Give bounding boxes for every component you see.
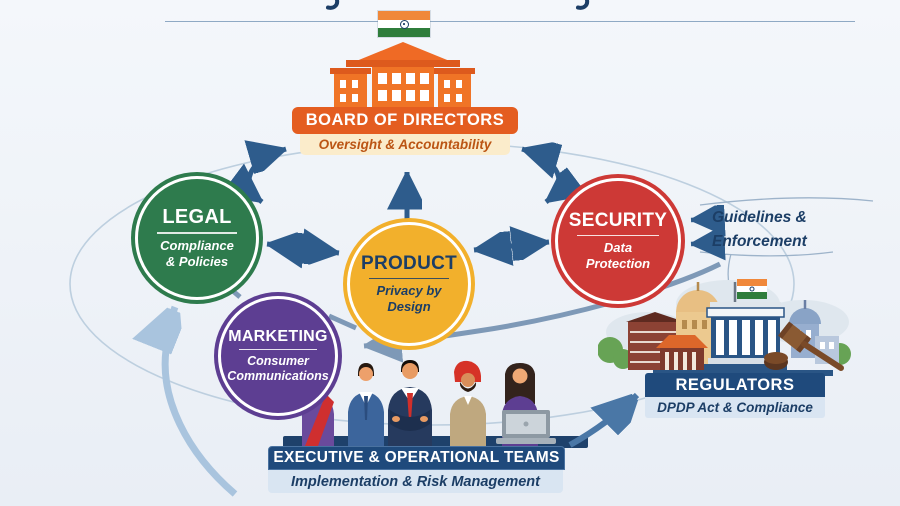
arrow-teams-regulators bbox=[568, 395, 637, 448]
divider bbox=[368, 277, 450, 280]
executive-teams-banner: EXECUTIVE & OPERATIONAL TEAMS bbox=[268, 446, 565, 470]
board-of-directors-banner: BOARD OF DIRECTORS bbox=[292, 107, 518, 134]
teams-subtitle: Implementation & Risk Management bbox=[291, 473, 540, 490]
divider bbox=[577, 234, 659, 237]
callout-line2: Enforcement bbox=[712, 233, 807, 250]
security-node: SECURITY Data Protection bbox=[555, 178, 681, 304]
government-building-icon bbox=[330, 42, 475, 110]
executive-teams-subtitle-strip: Implementation & Risk Management bbox=[268, 470, 563, 493]
person-man-turban bbox=[450, 360, 486, 446]
regulators-subtitle: DPDP Act & Compliance bbox=[657, 400, 813, 415]
title-descender-glyph bbox=[326, 0, 340, 10]
arrow-guidelines-1 bbox=[690, 219, 712, 220]
regulators-subtitle-strip: DPDP Act & Compliance bbox=[645, 397, 825, 418]
person-man-blue-suit bbox=[348, 363, 384, 446]
person-man-navy-suit bbox=[388, 360, 432, 446]
government-buildings-illustration bbox=[598, 279, 851, 376]
callout-line1: Guidelines & bbox=[712, 209, 807, 226]
marketing-subtitle-line2: Communications bbox=[227, 369, 329, 384]
board-title: BOARD OF DIRECTORS bbox=[305, 111, 505, 129]
legal-node: LEGAL Compliance & Policies bbox=[135, 176, 259, 300]
arrow-guidelines-2 bbox=[690, 243, 712, 244]
court-building bbox=[704, 302, 787, 371]
flag-saffron-stripe bbox=[378, 11, 430, 20]
india-flag-icon bbox=[378, 11, 430, 37]
title-descender-glyph bbox=[576, 0, 590, 10]
product-node: PRODUCT Privacy by Design bbox=[347, 222, 471, 346]
orange-roof-pavilion bbox=[656, 335, 708, 370]
legal-title: LEGAL bbox=[162, 206, 232, 229]
security-title: SECURITY bbox=[568, 209, 668, 231]
product-subtitle-line1: Privacy by bbox=[376, 283, 442, 299]
arrow-board-legal bbox=[249, 149, 286, 204]
laptop-icon bbox=[496, 410, 556, 444]
connector-marketing-product bbox=[327, 313, 358, 331]
marketing-subtitle-line1: Consumer bbox=[247, 354, 309, 369]
regulators-title: REGULATORS bbox=[675, 375, 795, 394]
arrow-teams-upward bbox=[165, 307, 238, 497]
divider bbox=[156, 232, 238, 234]
board-subtitle-strip: Oversight & Accountability bbox=[300, 134, 510, 155]
legal-subtitle-line2: & Policies bbox=[165, 253, 229, 269]
guidelines-enforcement-callout: Guidelines & Enforcement bbox=[712, 206, 832, 254]
gavel-icon bbox=[764, 321, 844, 371]
security-subtitle-line2: Protection bbox=[585, 256, 651, 272]
teams-title: EXECUTIVE & OPERATIONAL TEAMS bbox=[273, 449, 560, 466]
arrow-board-security bbox=[522, 149, 559, 204]
flag-green-stripe bbox=[378, 28, 430, 37]
security-subtitle-line1: Data bbox=[603, 240, 633, 256]
regulators-banner: REGULATORS bbox=[645, 373, 825, 397]
product-title: PRODUCT bbox=[360, 252, 458, 274]
person-woman-laptop bbox=[496, 363, 556, 446]
header-divider-line bbox=[165, 21, 855, 22]
divider bbox=[239, 348, 317, 351]
arrow-legal-product bbox=[266, 244, 340, 253]
marketing-title: MARKETING bbox=[228, 327, 328, 345]
board-subtitle: Oversight & Accountability bbox=[318, 137, 492, 152]
ashoka-chakra-icon bbox=[399, 19, 409, 29]
legal-subtitle-line1: Compliance bbox=[160, 237, 234, 253]
arrow-product-security bbox=[473, 242, 550, 250]
flag-white-stripe bbox=[378, 19, 430, 29]
team-illustration bbox=[302, 360, 556, 446]
callout-line-top bbox=[699, 197, 874, 206]
marketing-node: MARKETING Consumer Communications bbox=[218, 296, 338, 416]
product-subtitle-line2: Design bbox=[387, 299, 431, 315]
